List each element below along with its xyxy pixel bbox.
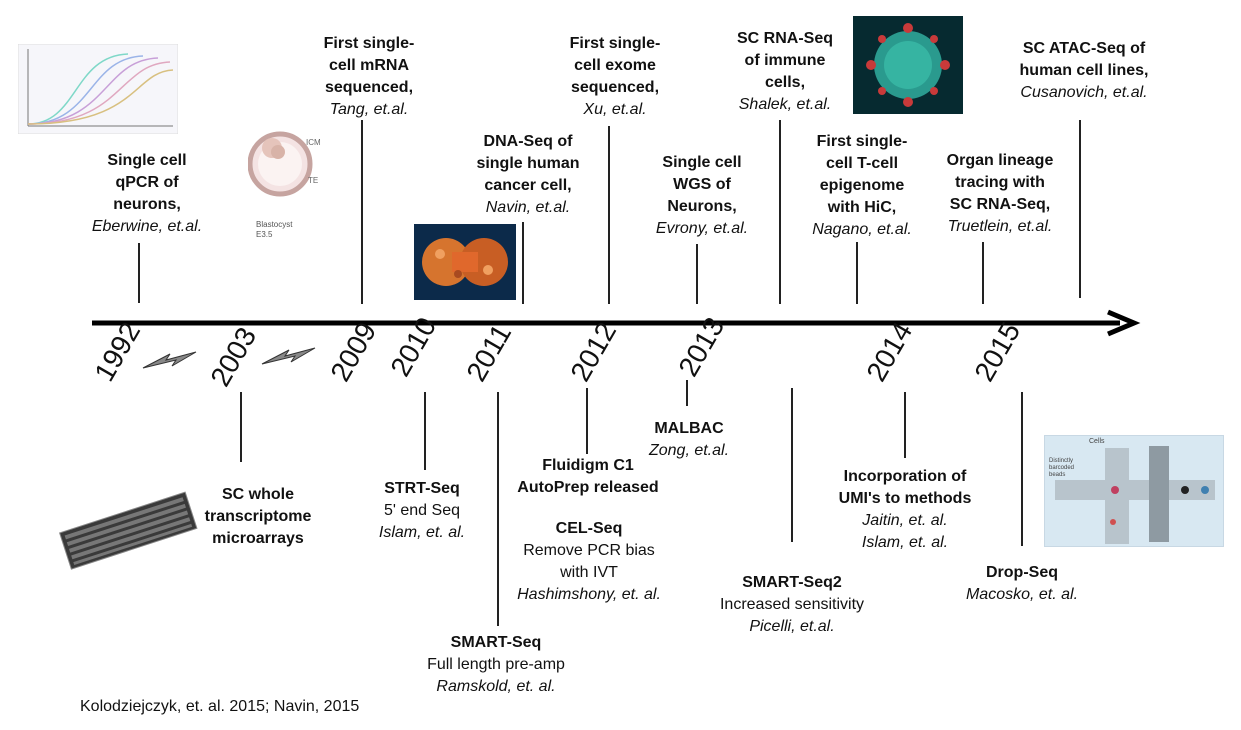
event-title: First single- cell T-cell epigenome with… [816,133,908,216]
connector-line [138,243,140,303]
event-below: CEL-Seq Remove PCR bias with IVT Hashims… [517,518,661,606]
event-above: First single- cell mRNA sequenced, Tang,… [324,33,415,121]
microfluidic-label-2: barcoded [1049,465,1075,471]
event-below: STRT-Seq 5' end Seq Islam, et. al. [379,478,465,544]
event-author: Cusanovich, et.al. [1020,84,1148,101]
event-title: Fluidigm C1 AutoPrep released [517,457,659,496]
event-author: Macosko, et. al. [965,586,1079,603]
event-desc: Full length pre-amp [427,656,565,673]
blastocyst-label-te: TE [308,176,319,185]
connector-line [608,126,610,304]
blastocyst-label-name: Blastocyst [256,220,293,229]
timeline-break-icon [142,351,197,369]
event-below: Incorporation of UMI's to methods Jaitin… [839,466,972,554]
event-title: Drop-Seq [985,564,1058,581]
event-above: Single cell qPCR of neurons, Eberwine, e… [92,150,202,238]
event-author: Truetlein, et.al. [947,218,1053,235]
connector-line [686,380,688,406]
connector-line [982,242,984,304]
event-title: Organ lineage tracing with SC RNA-Seq, [946,152,1054,213]
event-above: SC ATAC-Seq of human cell lines, Cusanov… [1020,38,1149,104]
event-title: DNA-Seq of single human cancer cell, [476,133,580,194]
connector-line [497,392,499,626]
microfluidic-device-icon [1055,446,1215,544]
event-title: SC RNA-Seq of immune cells, [736,30,834,91]
connector-line [1021,392,1023,546]
blastocyst-label-icm: ICM [306,138,321,147]
connector-line [240,392,242,462]
event-above: First single- cell T-cell epigenome with… [812,131,912,241]
microfluidic-label-3: beads [1049,472,1066,478]
event-author: Navin, et.al. [485,199,571,216]
connector-line [904,392,906,458]
connector-line [361,120,363,304]
connector-line [522,222,524,304]
event-title: First single- cell mRNA sequenced, [323,35,415,96]
event-title: SC ATAC-Seq of human cell lines, [1019,40,1149,79]
event-author: Evrony, et.al. [655,220,749,237]
microarray-chip-icon [58,491,198,570]
event-title: SMART-Seq [450,634,542,651]
qpcr-curve-icon [18,44,178,134]
event-author: Nagano, et.al. [812,221,912,238]
event-author: Ramskold, et. al. [436,678,556,695]
event-desc: 5' end Seq [383,502,460,519]
dividing-cell-icon [414,224,516,300]
event-desc: Increased sensitivity [719,596,865,613]
citation-text: Kolodziejczyk, et. al. 2015; Navin, 2015 [80,698,360,715]
event-above: Organ lineage tracing with SC RNA-Seq, T… [947,150,1054,238]
microfluidic-label-cells: Cells [1089,438,1105,445]
event-below: MALBAC Zong, et.al. [649,418,729,462]
event-author: Jaitin, et. al. Islam, et. al. [861,512,949,551]
event-title: First single- cell exome sequenced, [569,35,661,96]
blastocyst-icon [248,131,313,197]
event-desc: Remove PCR bias with IVT [523,542,655,581]
event-title: Single cell qPCR of neurons, [107,152,187,213]
event-above: DNA-Seq of single human cancer cell, Nav… [476,131,579,219]
event-below: SC whole transcriptome microarrays [205,484,312,550]
event-below: SMART-Seq2 Increased sensitivity Picelli… [720,572,864,638]
event-title: STRT-Seq [384,480,460,497]
event-author: Zong, et.al. [648,442,730,459]
event-author: Tang, et.al. [329,101,409,118]
event-author: Islam, et. al. [378,524,466,541]
connector-line [586,388,588,454]
event-below: Drop-Seq Macosko, et. al. [966,562,1078,606]
blastocyst-image: ICM TE Blastocyst E3.5 [248,126,321,239]
event-title: SC whole transcriptome microarrays [204,486,312,547]
connector-line [856,242,858,304]
event-below: SMART-Seq Full length pre-amp Ramskold, … [427,632,565,698]
blastocyst-label-stage: E3.5 [256,230,273,239]
event-above: SC RNA-Seq of immune cells, Shalek, et.a… [737,28,833,116]
event-title: Incorporation of UMI's to methods [838,468,972,507]
event-author: Xu, et.al. [583,101,647,118]
microfluidic-device-image: Cells Distinctly barcoded beads [1044,435,1224,547]
connector-line [779,120,781,304]
event-author: Picelli, et.al. [749,618,835,635]
event-above: First single- cell exome sequenced, Xu, … [570,33,661,121]
virus-icon [853,16,963,114]
connector-line [424,392,426,470]
timeline-break-icon [261,347,316,365]
connector-line [791,388,793,542]
event-title: Single cell WGS of Neurons, [662,154,742,215]
event-title: CEL-Seq [555,520,623,537]
connector-line [696,244,698,304]
connector-line [1079,120,1081,298]
event-below: Fluidigm C1 AutoPrep released [517,455,658,499]
event-title: SMART-Seq2 [742,574,842,591]
event-above: Single cell WGS of Neurons, Evrony, et.a… [656,152,748,240]
event-title: MALBAC [654,420,724,437]
event-author: Hashimshony, et. al. [517,586,661,603]
event-author: Shalek, et.al. [738,96,832,113]
event-author: Eberwine, et.al. [91,218,203,235]
microfluidic-label-1: Distinctly [1049,458,1074,464]
